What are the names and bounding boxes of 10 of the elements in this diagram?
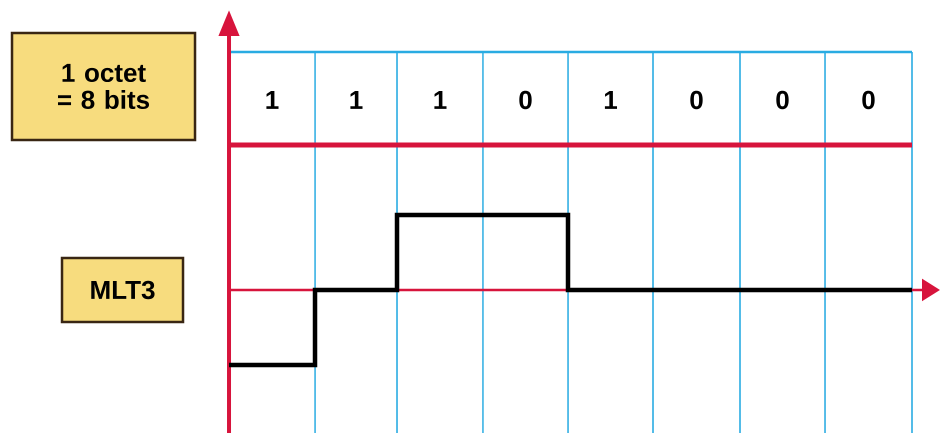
bit-value: 1: [434, 91, 447, 109]
bit-value: 0: [519, 90, 532, 110]
bit-value: 1: [604, 91, 618, 109]
bit-value: 1: [350, 91, 363, 109]
bit-value: 1: [266, 91, 279, 109]
bit-value: 0: [862, 90, 875, 110]
label-box: MLT3: [60, 256, 184, 324]
bit-value: 0: [776, 90, 789, 110]
bit-value: 0: [690, 90, 703, 110]
label-box: 1 octet = 8 bits: [10, 32, 196, 142]
